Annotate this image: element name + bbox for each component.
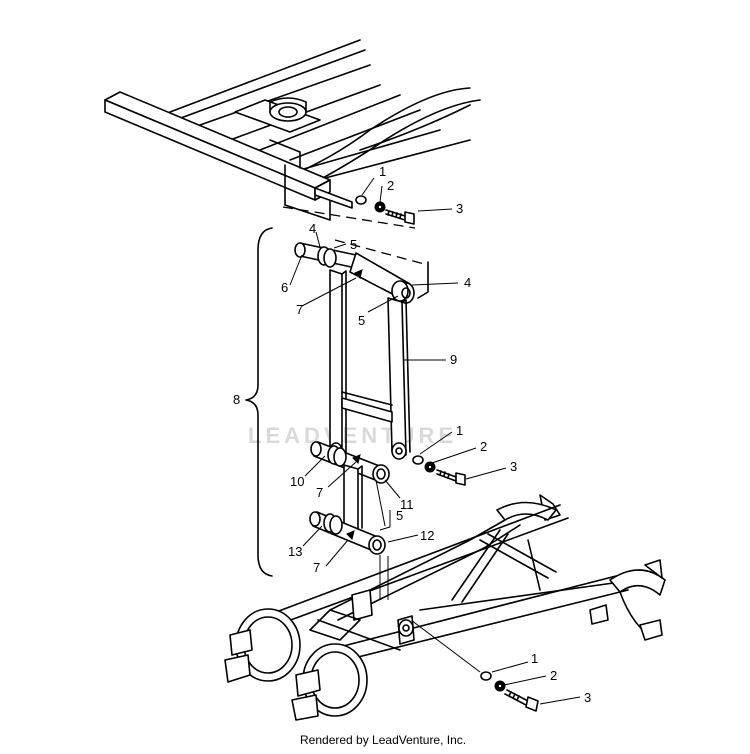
bottom-mount-hardware — [480, 671, 539, 712]
washer-1b — [412, 455, 424, 465]
callout-13: 13 — [288, 544, 302, 559]
callout-9: 9 — [450, 352, 457, 367]
callout-2-mid: 2 — [480, 439, 487, 454]
callout-7-upper: 7 — [296, 302, 303, 317]
bolt-3b — [436, 469, 466, 486]
callout-4-upper: 4 — [309, 221, 316, 236]
callout-12: 12 — [420, 528, 434, 543]
bolt-3c — [504, 689, 539, 712]
rear-suspension-frame — [224, 494, 666, 721]
middle-mount-hardware — [412, 455, 466, 486]
bushing-11 — [372, 464, 390, 484]
callout-numbers: 1 2 3 4 5 6 7 4 5 9 8 1 2 3 10 7 11 5 13… — [233, 164, 591, 705]
callout-3-mid: 3 — [510, 459, 517, 474]
render-credit: Rendered by LeadVenture, Inc. — [300, 733, 466, 747]
grease-fitting-7c — [346, 530, 355, 540]
callout-5-right: 5 — [358, 313, 365, 328]
upper-arm-assembly — [294, 239, 429, 460]
lower-arm-assembly — [309, 441, 481, 673]
callout-5-upper: 5 — [350, 237, 357, 252]
callout-2-bottom: 2 — [550, 668, 557, 683]
washer-1c — [480, 671, 492, 681]
callout-7-lower: 7 — [313, 560, 320, 575]
watermark: LEADVENTURE — [248, 423, 457, 448]
assembly-bracket-8 — [245, 227, 273, 577]
bushing-12 — [368, 535, 386, 555]
washer-1 — [355, 195, 367, 205]
callout-1-top: 1 — [379, 164, 386, 179]
chassis-frame — [104, 39, 481, 229]
callout-7-mid: 7 — [316, 485, 323, 500]
callout-6: 6 — [281, 280, 288, 295]
callout-5-lower: 5 — [396, 508, 403, 523]
callout-4-right: 4 — [464, 275, 471, 290]
callout-11: 11 — [400, 497, 414, 512]
callout-8: 8 — [233, 392, 240, 407]
top-mount-hardware — [355, 195, 415, 225]
callout-1-bottom: 1 — [531, 651, 538, 666]
grease-fitting-7b — [352, 454, 361, 464]
callout-2-top: 2 — [387, 178, 394, 193]
callout-3-top: 3 — [456, 201, 463, 216]
callout-1-mid: 1 — [456, 423, 463, 438]
leader-lines — [289, 177, 581, 705]
grease-fitting-7a — [354, 269, 363, 279]
callout-10: 10 — [290, 474, 304, 489]
callout-3-bottom: 3 — [584, 690, 591, 705]
bolt-3 — [385, 209, 415, 225]
